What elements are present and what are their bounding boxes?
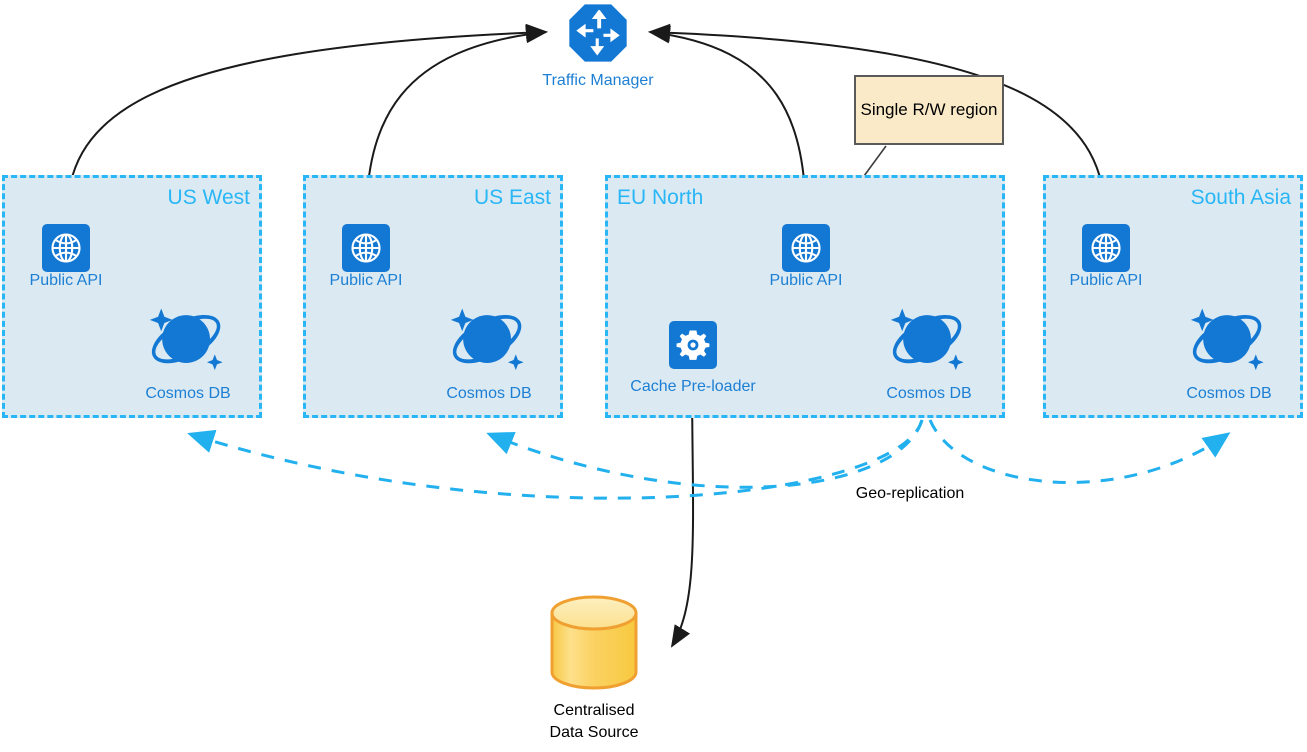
node-label-cosmos-db-us-east: Cosmos DB [446,385,532,402]
region-box-eu-north[interactable] [605,175,1005,418]
cosmos-db-icon-us-east[interactable] [450,308,524,371]
node-label-cache-preloader: Cache Pre-loader [630,378,756,395]
georeplication-eu-to-us-west [187,419,924,500]
georeplication-eu-to-us-east [486,419,924,489]
callout-single-rw-region[interactable]: Single R/W region [854,75,1004,145]
region-title-us-east: US East [473,186,551,209]
cosmos-db-icon-eu-north[interactable] [890,308,964,371]
region-box-us-west[interactable] [2,175,262,418]
node-label-cosmos-db-eu-north: Cosmos DB [886,385,972,402]
region-box-us-east[interactable] [303,175,563,418]
cosmos-db-icon-us-west[interactable] [149,308,223,371]
node-label-cosmos-db-us-west: Cosmos DB [145,385,231,402]
region-title-south-asia: South Asia [1190,186,1291,209]
georeplication-label: Geo-replication [855,485,965,502]
node-label-public-api-eu-north: Public API [769,272,843,289]
region-title-us-west: US West [167,186,250,209]
globe-icon-us-west[interactable] [42,224,90,272]
edge-cache-preloader-to-datasource [670,371,695,648]
gear-icon-cache-preloader[interactable] [669,321,717,369]
georeplication-eu-to-south-asia [928,419,1231,484]
globe-icon-us-east[interactable] [342,224,390,272]
node-label-public-api-us-east: Public API [329,272,403,289]
traffic-manager-label: Traffic Manager [542,72,654,89]
callout-leader-line [863,145,887,177]
database-cylinder-icon[interactable] [550,595,638,690]
region-title-eu-north: EU North [617,186,704,209]
region-box-south-asia[interactable] [1043,175,1303,418]
callout-label: Single R/W region [860,99,998,119]
datasource-label: Centralised Data Source [549,702,639,742]
node-label-public-api-us-west: Public API [29,272,103,289]
cosmos-db-icon-south-asia[interactable] [1190,308,1264,371]
node-label-public-api-south-asia: Public API [1069,272,1143,289]
globe-icon-south-asia[interactable] [1082,224,1130,272]
traffic-manager-icon[interactable] [569,4,627,62]
globe-icon-eu-north[interactable] [782,224,830,272]
node-label-cosmos-db-south-asia: Cosmos DB [1186,385,1272,402]
